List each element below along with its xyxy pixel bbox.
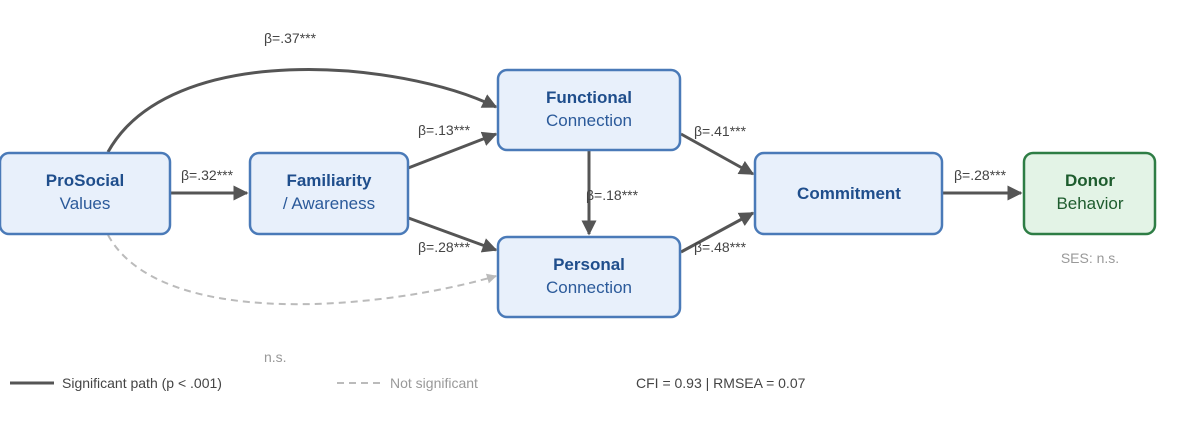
node-commitment: Commitment [753,151,944,236]
node-familiarity-awareness: Familiarity / Awareness [248,151,410,236]
legend: Significant path (p < .001) Not signific… [10,375,806,391]
coef-commitment-donor: β=.28*** [954,167,1007,183]
node-title: Donor [1065,171,1115,190]
node-title: Personal [553,255,625,274]
edge-functional-commitment [680,132,755,176]
edge-personal-commitment [680,211,755,254]
node-title: Familiarity [286,171,372,190]
node-title: ProSocial [46,171,124,190]
edge-familiarity-personal [402,214,498,253]
coef-prosocial-functional: β=.37*** [264,30,317,46]
edge-prosocial-functional [106,68,498,153]
node-prosocial-values: ProSocial Values [0,151,172,236]
coef-prosocial-personal-ns: n.s. [264,349,287,365]
legend-significant-label: Significant path (p < .001) [62,375,222,391]
coef-functional-personal: β=.18*** [586,187,639,203]
node-subtitle: Values [60,194,111,213]
node-subtitle: Connection [546,111,632,130]
edge-familiarity-functional [402,131,498,172]
node-title: Functional [546,88,632,107]
model-fit-stats: CFI = 0.93 | RMSEA = 0.07 [636,375,806,391]
ses-note: SES: n.s. [1061,250,1119,266]
coef-familiarity-functional: β=.13*** [418,122,471,138]
coef-functional-commitment: β=.41*** [694,123,747,139]
legend-not-significant-label: Not significant [390,375,478,391]
node-title: Commitment [797,184,901,203]
node-functional-connection: Functional Connection [496,68,682,152]
node-donor-behavior: Donor Behavior [1022,151,1157,236]
coef-prosocial-familiarity: β=.32*** [181,167,234,183]
node-subtitle: Connection [546,278,632,297]
coef-familiarity-personal: β=.28*** [418,239,471,255]
node-personal-connection: Personal Connection [496,235,682,319]
node-subtitle: Behavior [1056,194,1123,213]
coef-personal-commitment: β=.48*** [694,239,747,255]
node-subtitle: / Awareness [283,194,375,213]
